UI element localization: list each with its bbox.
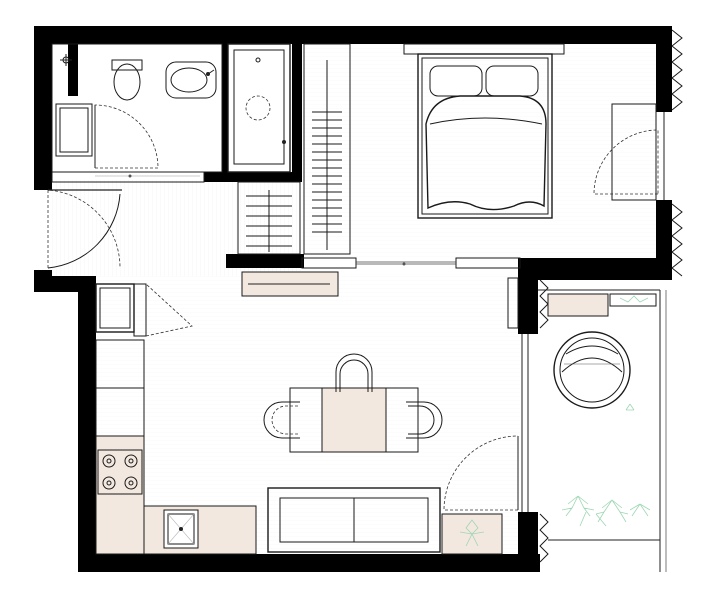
- wall-bath-bottom: [204, 172, 302, 182]
- lounge-chair: [553, 331, 631, 409]
- double-bed: [403, 43, 565, 219]
- fridge: [95, 283, 147, 337]
- wall-left-living: [78, 276, 96, 568]
- bathroom-door-swing: [94, 104, 159, 169]
- entry-hall: [47, 181, 301, 269]
- bedroom-wardrobe: [303, 43, 351, 255]
- washbasin: [165, 61, 217, 99]
- balcony-floor: [540, 290, 660, 538]
- wall-bedroom-right-top: [656, 26, 672, 112]
- sofa: [267, 487, 441, 553]
- dining-chair-right: [406, 401, 443, 439]
- kitchen-counter: [95, 339, 257, 555]
- walls: [34, 26, 683, 572]
- kitchen-sink: [163, 509, 199, 549]
- wall-living-right-low: [518, 512, 538, 572]
- wall-left-upper: [34, 26, 52, 190]
- balcony: [538, 289, 667, 572]
- toilet: [111, 59, 143, 101]
- bedroom: [301, 43, 665, 269]
- plant-pot: [441, 513, 503, 555]
- fridge-door-swing: [145, 283, 193, 337]
- dining-chair-left: [263, 401, 300, 439]
- bedroom-nightstand: [611, 103, 657, 201]
- wall-bath-left-bottom: [34, 172, 52, 190]
- wall-door-post: [36, 186, 48, 190]
- balcony-plants: [561, 403, 651, 527]
- dining-chair-top: [335, 353, 373, 392]
- entry-door-swing: [47, 189, 121, 269]
- wall-bottom: [78, 554, 540, 572]
- bathtub: [227, 43, 291, 173]
- wall-bedroom-bottom: [520, 258, 672, 280]
- living-kitchen: [95, 271, 529, 555]
- wall-bath-niche: [68, 40, 78, 96]
- washer-inner: [59, 107, 89, 153]
- wall-bath-divider: [292, 26, 302, 182]
- sliding-door: [301, 257, 521, 269]
- balcony-bench: [547, 293, 609, 317]
- living-window-frame: [507, 277, 519, 329]
- wall-hall-corner: [34, 276, 96, 292]
- balcony-planter-top: [609, 293, 657, 307]
- window-balcony-low: [539, 513, 549, 563]
- bath-door-threshold: [51, 171, 205, 183]
- washer: [55, 103, 93, 157]
- entry-door-arc: [47, 193, 121, 269]
- plant-top: [619, 295, 649, 303]
- bathroom: [51, 43, 291, 183]
- window-bedroom-top: [671, 29, 683, 111]
- hall-wardrobe: [237, 181, 301, 255]
- tap-icon: [60, 54, 72, 66]
- wall-hall-bedroom: [226, 254, 304, 268]
- bedroom-door-swing: [593, 129, 659, 195]
- window-bedroom-low: [671, 203, 683, 277]
- wall-tub-left: [222, 40, 228, 176]
- wall-top: [34, 26, 672, 44]
- dining-table: [289, 387, 419, 453]
- cooktop: [97, 449, 143, 495]
